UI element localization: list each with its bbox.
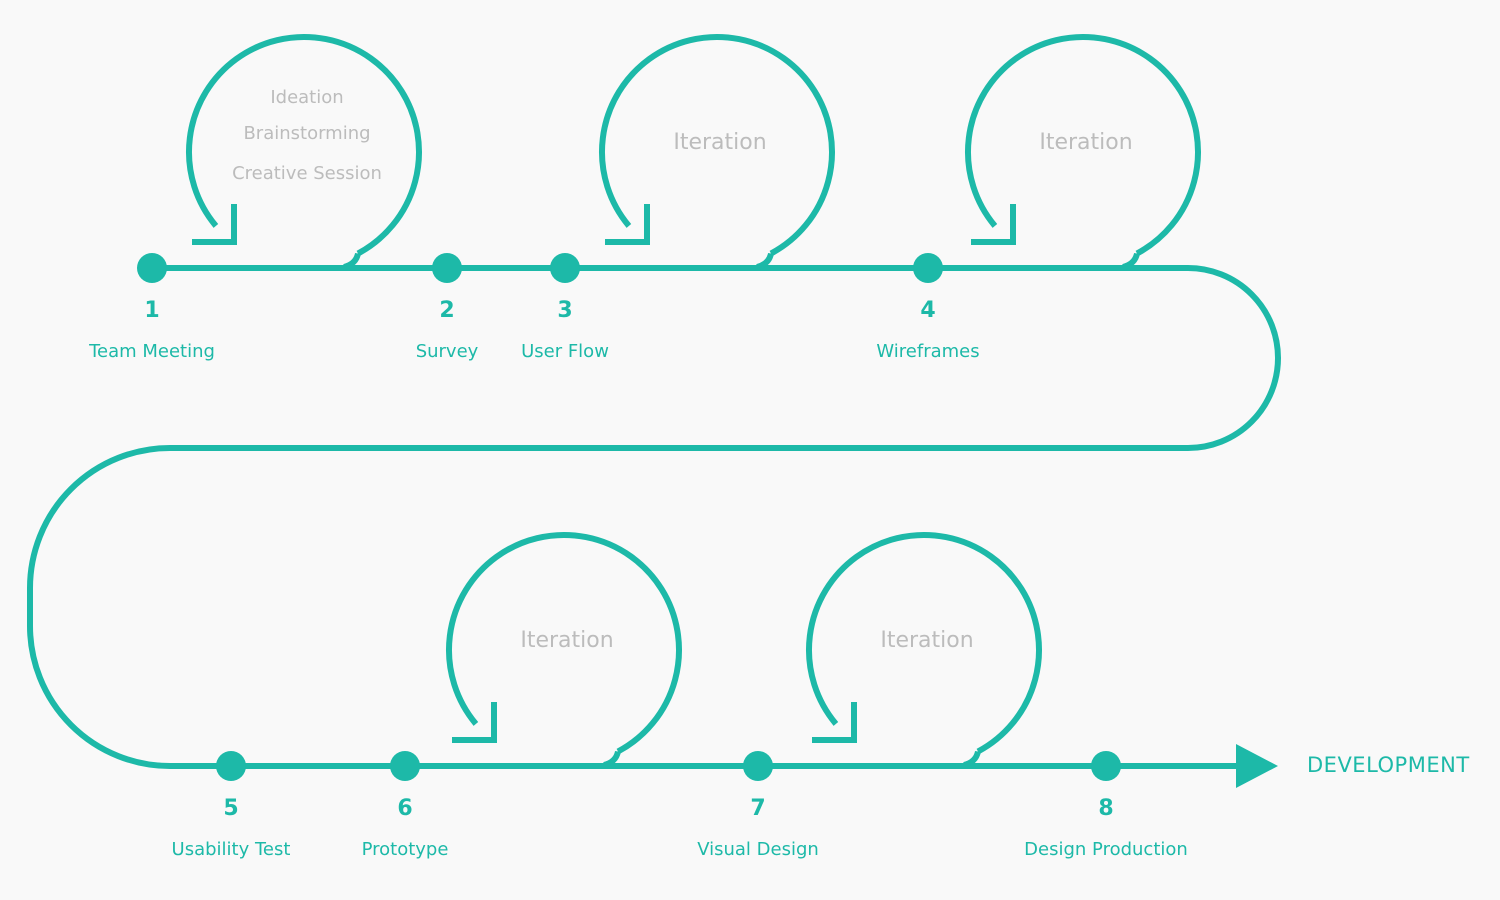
loop-text: Ideation <box>270 87 343 108</box>
loop-text: Iteration <box>1039 130 1132 155</box>
iteration-loop: Iteration <box>598 34 835 270</box>
step-number: 2 <box>439 298 454 323</box>
loop-arc <box>805 532 1042 755</box>
step-node <box>550 253 580 283</box>
step-number: 3 <box>557 298 572 323</box>
loop-text: Iteration <box>520 628 613 653</box>
step-node <box>216 751 246 781</box>
step-label: Usability Test <box>172 839 291 860</box>
loop-arc <box>445 532 682 755</box>
iteration-loop: Iteration <box>805 532 1042 768</box>
loop-arrowhead <box>971 204 1016 245</box>
loop-connector <box>756 252 774 270</box>
iteration-loop: Iteration <box>445 532 682 768</box>
step-label: Design Production <box>1024 839 1188 860</box>
step-label: User Flow <box>521 341 609 362</box>
step-label: Visual Design <box>697 839 819 860</box>
development-arrowhead <box>1236 744 1278 788</box>
loop-connector <box>963 750 981 768</box>
loop-arc <box>964 34 1201 257</box>
loop-arrowhead <box>812 702 857 743</box>
step-node <box>743 751 773 781</box>
development-label: DEVELOPMENT <box>1307 753 1470 777</box>
step-number: 1 <box>144 298 159 323</box>
step-number: 6 <box>397 796 412 821</box>
step-number: 4 <box>920 298 935 323</box>
loop-connector <box>1122 252 1140 270</box>
loop-connector <box>343 252 361 270</box>
process-path <box>27 265 1282 769</box>
loop-arc <box>598 34 835 257</box>
step-label: Prototype <box>362 839 449 860</box>
step-node <box>432 253 462 283</box>
step-number: 8 <box>1098 796 1113 821</box>
loop-arrowhead <box>605 204 650 245</box>
loop-text: Iteration <box>880 628 973 653</box>
step-node <box>137 253 167 283</box>
iteration-loop: Iteration <box>964 34 1201 270</box>
loop-arrowhead <box>452 702 497 743</box>
step-number: 5 <box>223 796 238 821</box>
loop-text: Creative Session <box>232 163 382 184</box>
loop-connector <box>603 750 621 768</box>
step-node <box>1091 751 1121 781</box>
step-node <box>390 751 420 781</box>
step-label: Wireframes <box>876 341 979 362</box>
step-number: 7 <box>750 796 765 821</box>
loop-arc <box>185 34 422 257</box>
step-label: Team Meeting <box>88 341 215 362</box>
loop-text: Iteration <box>673 130 766 155</box>
loop-text: Brainstorming <box>243 123 370 144</box>
loop-arrowhead <box>192 204 237 245</box>
step-label: Survey <box>416 341 479 362</box>
step-node <box>913 253 943 283</box>
